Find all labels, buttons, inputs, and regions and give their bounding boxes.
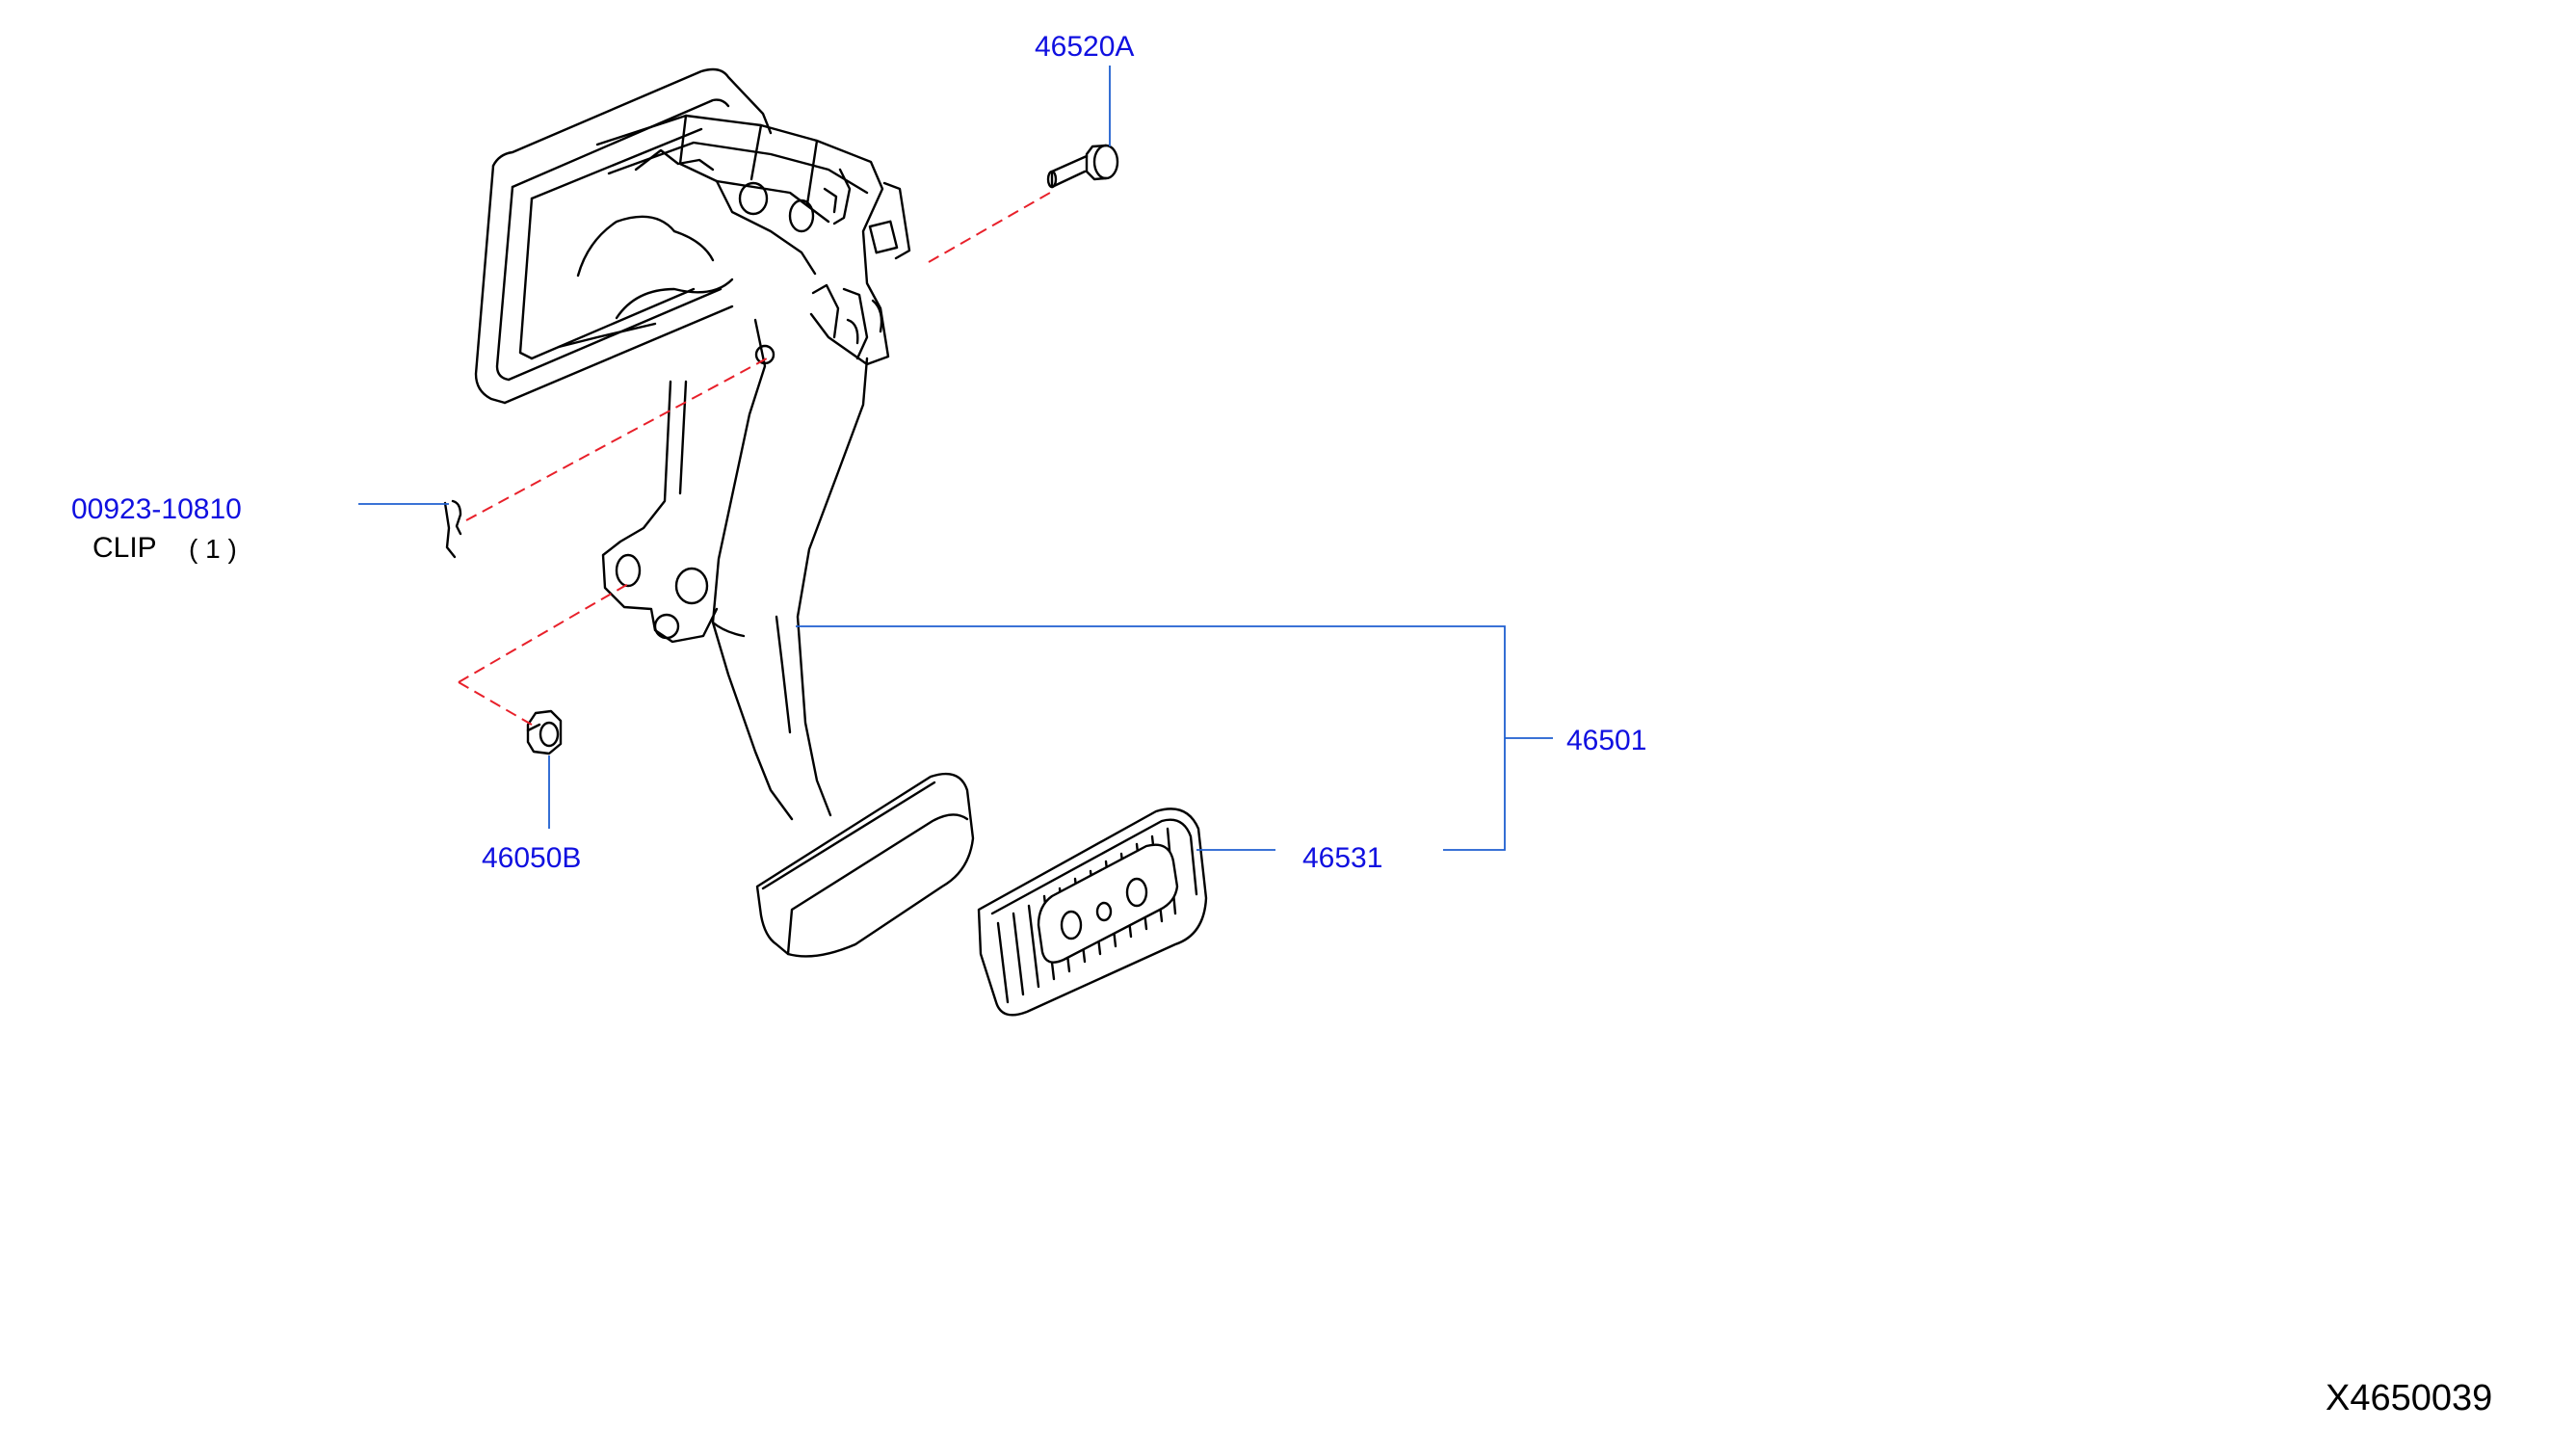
mounting-flange [474, 67, 773, 405]
clip-quantity: ( 1 ) [189, 534, 237, 564]
pedal-foot-pad [755, 772, 975, 958]
bracket-body [557, 114, 911, 366]
diagram-id: X4650039 [2326, 1378, 2493, 1418]
bolt-part-number[interactable]: 46520A [1035, 31, 1135, 63]
nut [526, 709, 563, 755]
rubber-pedal-pad [977, 808, 1208, 1017]
leader-lines [358, 66, 1553, 851]
clip-description: CLIP [92, 532, 157, 564]
clip-part-number[interactable]: 00923-10810 [71, 493, 242, 525]
leader-pedal-assembly [796, 625, 1553, 851]
pedal-assembly-part-number[interactable]: 46501 [1566, 725, 1647, 756]
clip [443, 499, 462, 559]
nut-part-number[interactable]: 46050B [482, 842, 582, 874]
bolt [1046, 144, 1119, 189]
pedal-pad-part-number[interactable]: 46531 [1302, 842, 1383, 874]
exploded-view-lines [458, 192, 1051, 726]
spring-bracket [601, 380, 719, 644]
pedal-arm [711, 318, 869, 821]
